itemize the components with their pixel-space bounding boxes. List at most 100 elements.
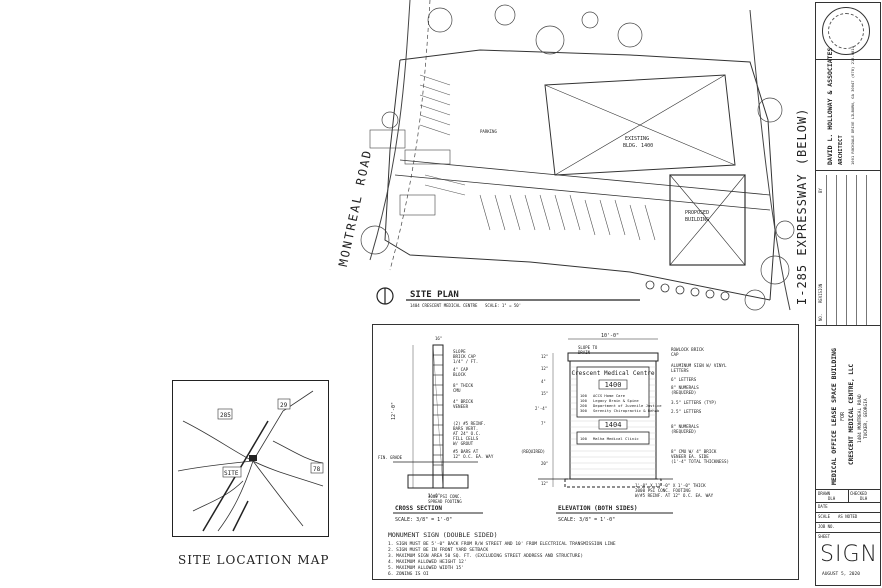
client-addr-1: 1404 MONTREAL ROAD (858, 394, 863, 443)
svg-text:AT 24" O.C.: AT 24" O.C. (453, 431, 481, 436)
site-plan-subtitle: 1404 CRESCENT MEDICAL CENTRE (410, 303, 478, 308)
svg-text:VENEER EA. SIDE: VENEER EA. SIDE (671, 454, 709, 459)
xs-footing-2: SPREAD FOOTING (428, 499, 462, 504)
tenant-bottom-name: Malha Medical Clinic (593, 436, 639, 441)
svg-text:1/4" / FT.: 1/4" / FT. (453, 359, 478, 364)
architect-name: DAVID L. HOLLOWAY & ASSOCIATES (826, 47, 834, 165)
map-label-site: SITE (224, 470, 239, 477)
svg-text:8" NUMERALS: 8" NUMERALS (671, 385, 699, 390)
svg-text:5. MAXIMUM ALLOWED WIDTH 15': 5. MAXIMUM ALLOWED WIDTH 15' (388, 565, 464, 571)
svg-text:BRICK CAP: BRICK CAP (453, 354, 476, 359)
svg-text:Legacy Brain & Spine: Legacy Brain & Spine (593, 398, 639, 403)
svg-text:6" LETTERS: 6" LETTERS (671, 377, 697, 382)
sign-detail-drawing: 12'-0" 16" 3'-0" FIN. GRADE SLOPE BRICK … (378, 333, 729, 577)
svg-text:4" CAP: 4" CAP (453, 367, 469, 372)
svg-text:(2) #5 REINF.: (2) #5 REINF. (453, 421, 486, 426)
map-label-78: 78 (313, 466, 321, 473)
svg-text:2. SIGN MUST BE IN FRONT YARD: 2. SIGN MUST BE IN FRONT YARD SETBACK (388, 547, 489, 553)
elev-slope-2: DRAIN (578, 350, 591, 355)
architect-address: 1001 ROCKDALE DRIVE LILBURN, GA 30047 (6… (850, 46, 855, 165)
svg-text:12" O.C. EA. WAY: 12" O.C. EA. WAY (453, 454, 494, 459)
svg-text:Department of Juvenile Justice: Department of Juvenile Justice (593, 403, 662, 408)
xs-dim-bottom: 3'-0" (428, 493, 440, 498)
svg-text:4": 4" (541, 379, 546, 384)
proposed-bldg-label-1: PROPOSED (685, 210, 709, 216)
date-label: DATE (818, 504, 828, 509)
scale-label: SCALE (818, 514, 831, 519)
svg-text:W/ GROUT: W/ GROUT (453, 441, 474, 446)
svg-text:(1'-4" TOTAL THICKNESS): (1'-4" TOTAL THICKNESS) (671, 459, 729, 464)
location-map-drawing: 285 29 78 SITE (177, 390, 324, 532)
parking-label: PARKING (480, 129, 497, 134)
svg-text:3.5" LETTERS (TYP): 3.5" LETTERS (TYP) (671, 400, 716, 405)
elev-required-left: (REQUIRED) (521, 449, 545, 454)
job-label: JOB NO. (818, 524, 835, 529)
existing-bldg-label-2: BLDG. 1400 (623, 143, 653, 149)
xs-dim-height: 12'-0" (391, 402, 397, 420)
elev-title: ELEVATION (BOTH SIDES) (558, 505, 637, 512)
svg-text:8" NUMERALS: 8" NUMERALS (671, 424, 699, 429)
svg-text:100: 100 (580, 398, 588, 403)
location-map-title: SITE LOCATION MAP (178, 553, 330, 567)
svg-text:4" BRICK: 4" BRICK (453, 399, 474, 404)
svg-text:7": 7" (541, 421, 546, 426)
svg-text:ALUMINUM SIGN W/ VINYL: ALUMINUM SIGN W/ VINYL (671, 363, 727, 368)
svg-text:12": 12" (541, 354, 548, 359)
drawn-label: DRAWN (818, 491, 831, 496)
sign-number-top: 1400 (605, 381, 622, 389)
title-block: DAVID L. HOLLOWAY & ASSOCIATES ARCHITECT… (815, 2, 881, 586)
tenant-list-top: 100 ACCS Home Care 100 Legacy Brain & Sp… (580, 393, 662, 413)
svg-text:2.5" LETTERS: 2.5" LETTERS (671, 409, 702, 414)
svg-text:200: 200 (580, 403, 588, 408)
svg-text:3000 PSI CONC. FOOTING: 3000 PSI CONC. FOOTING (635, 488, 691, 493)
svg-text:2'-4": 2'-4" (535, 406, 547, 411)
elev-notes-right: ROWLOCK BRICK CAP ALUMINUM SIGN W/ VINYL… (671, 347, 729, 464)
map-label-29: 29 (280, 402, 288, 409)
svg-text:12": 12" (541, 366, 548, 371)
monument-notes: 1. SIGN MUST BE 5'-0" BACK FROM R/W STRE… (388, 541, 616, 577)
existing-bldg-label-1: EXISTING (625, 136, 649, 142)
client-addr-2: TUCKER, GEORGIA (864, 398, 869, 439)
elev-footing-notes: 1'-0" X 11'-0" X 1'-0" THICK 3000 PSI CO… (635, 483, 714, 498)
site-plan-drawing: EXISTING BLDG. 1400 PROPOSED BUILDING PA… (360, 0, 795, 311)
svg-text:15": 15" (541, 391, 548, 396)
xs-dim-top: 16" (435, 336, 442, 341)
svg-text:#5 BARS AT: #5 BARS AT (453, 449, 479, 454)
svg-text:LETTERS: LETTERS (671, 368, 689, 373)
project-title: MEDICAL OFFICE LEASE SPACE BUILDING (830, 348, 838, 485)
svg-text:BARS VERT.: BARS VERT. (453, 426, 478, 431)
project-for: FOR (840, 411, 846, 421)
svg-text:100: 100 (580, 393, 588, 398)
architect-seal-inner-icon (828, 13, 864, 49)
expressway-label: I-285 EXPRESSWAY (BELOW) (795, 107, 809, 305)
svg-text:1. SIGN MUST BE 5'-0" BACK FR: 1. SIGN MUST BE 5'-0" BACK FROM R/W STRE… (388, 541, 616, 547)
elev-dim-width: 10'-0" (601, 333, 619, 339)
sign-number-bottom: 1404 (605, 421, 622, 429)
svg-text:CAP: CAP (671, 352, 679, 357)
revision-label: REVISION (818, 283, 823, 303)
site-marker-icon (249, 455, 257, 461)
monument-title: MONUMENT SIGN (DOUBLE SIDED) (388, 531, 498, 539)
sheet-label: SHEET (818, 534, 831, 539)
scale-value: AS NOTED (838, 514, 858, 519)
sheet-name: SIGN (820, 542, 878, 567)
svg-text:BLOCK: BLOCK (453, 372, 466, 377)
site-location-map: 285 29 78 SITE (172, 380, 329, 537)
elev-scale: SCALE: 3/8" = 1'-0" (558, 517, 615, 523)
elev-dims-left: 12" 12" 4" 15" 2'-4" 7" 20" 12" (535, 354, 548, 486)
svg-text:ACCS Home Care: ACCS Home Care (593, 393, 626, 398)
site-plan-scale: SCALE: 1" = 50' (485, 303, 521, 308)
svg-text:1'-0" X 11'-0" X 1'-0" THICK: 1'-0" X 11'-0" X 1'-0" THICK (635, 483, 706, 488)
svg-text:CMU: CMU (453, 388, 461, 393)
client-name: CRESCENT MEDICAL CENTRE, LLC (848, 363, 855, 465)
svg-text:ROWLOCK BRICK: ROWLOCK BRICK (671, 347, 704, 352)
map-label-285: 285 (220, 412, 231, 419)
xs-notes: SLOPE BRICK CAP 1/4" / FT. 4" CAP BLOCK … (453, 349, 494, 459)
svg-text:SLOPE: SLOPE (453, 349, 466, 354)
svg-text:Serenity Chiropractic & Rehab: Serenity Chiropractic & Rehab (593, 408, 660, 413)
architect-sub: ARCHITECT (838, 135, 844, 165)
sign-name-text: Crescent Medical Centre (571, 370, 654, 377)
tenant-bottom-num: 100 (580, 436, 588, 441)
svg-text:(REQUIRED): (REQUIRED) (671, 429, 696, 434)
xs-title: CROSS SECTION (395, 505, 442, 512)
